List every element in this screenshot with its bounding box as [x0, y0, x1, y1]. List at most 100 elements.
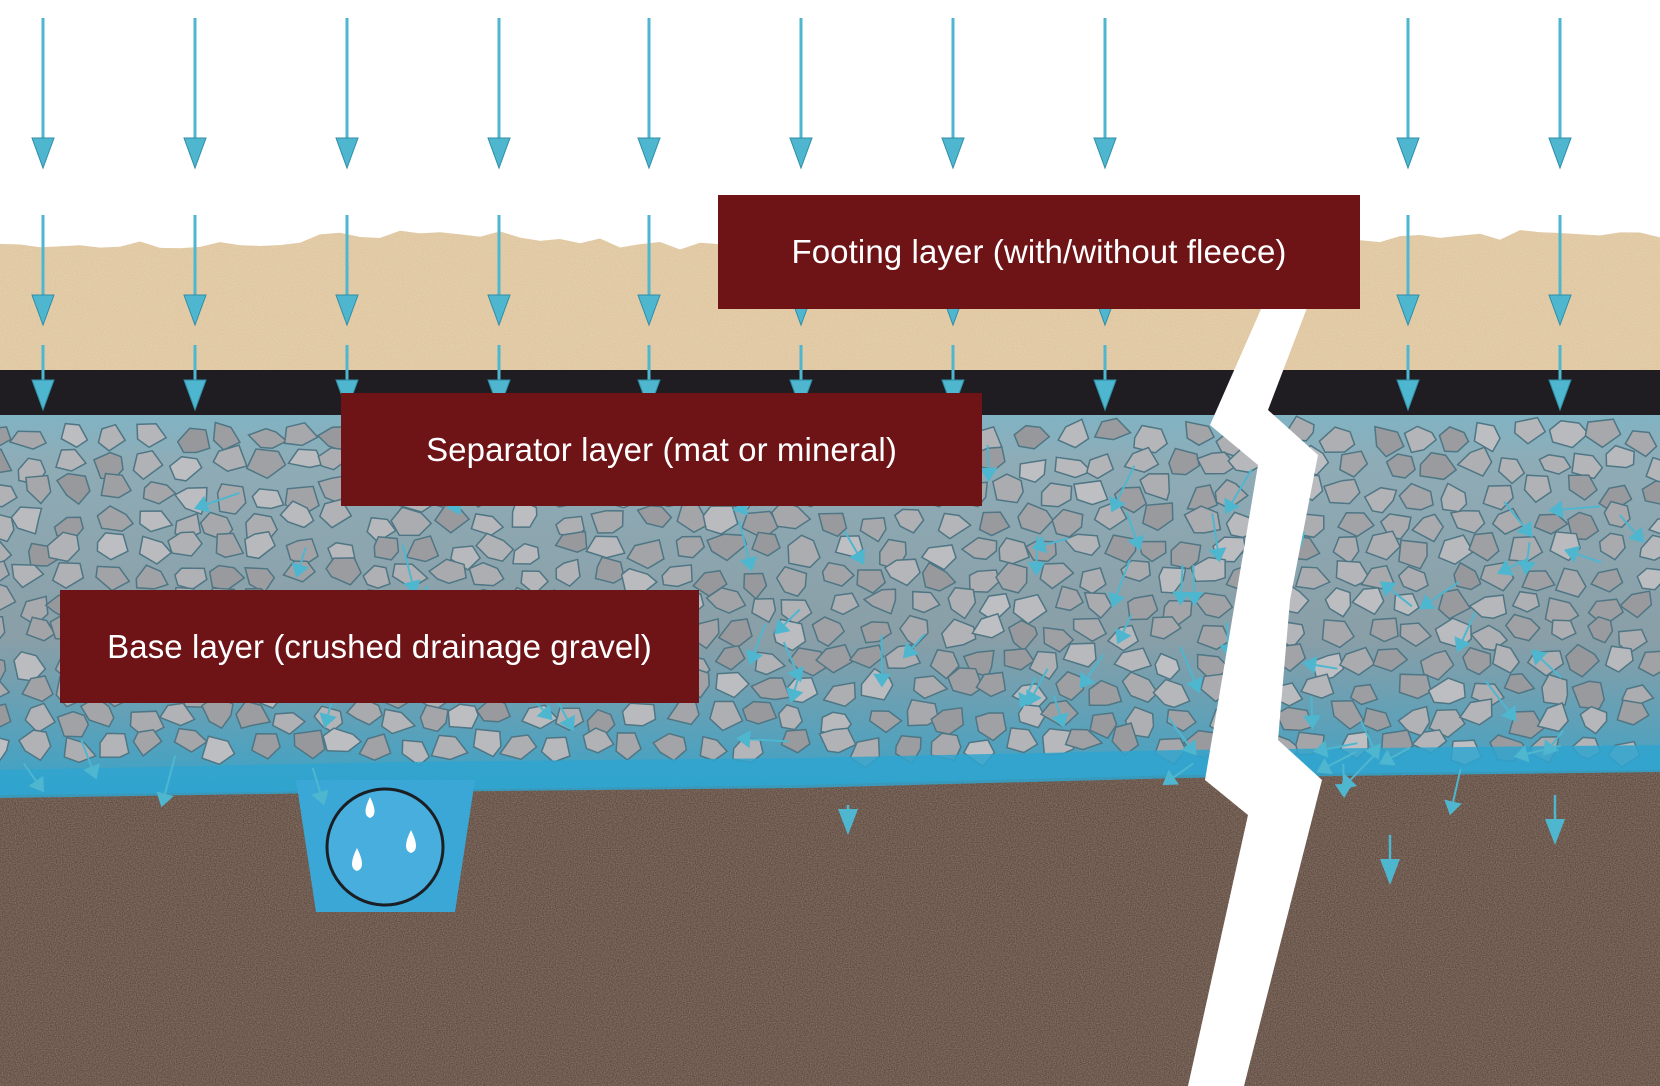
gravel-stone: [132, 728, 163, 757]
gravel-stone: [1196, 624, 1231, 651]
water-flow-arrow-icon: [311, 767, 329, 806]
gravel-stone: [51, 562, 85, 589]
gravel-stone: [1590, 568, 1624, 593]
gravel-stone: [60, 422, 89, 449]
gravel-stone: [1369, 617, 1399, 643]
gravel-stone: [1598, 532, 1626, 561]
gravel-stone: [1113, 486, 1148, 514]
gravel-stone: [1437, 534, 1475, 566]
rain-arrow-icon: [335, 215, 359, 327]
gravel-stone: [244, 530, 277, 560]
water-flow-arrow-icon: [738, 520, 758, 572]
gravel-stone: [1438, 426, 1470, 453]
gravel-stone: [0, 560, 11, 582]
gravel-stone: [1365, 530, 1402, 561]
gravel-stone: [1427, 677, 1467, 705]
gravel-stone: [868, 710, 903, 734]
gravel-stone: [468, 561, 505, 587]
water-flow-arrow-icon: [22, 763, 44, 793]
gravel-stone: [968, 569, 1001, 593]
gravel-stone: [8, 430, 48, 450]
water-flow-arrow-icon: [1379, 746, 1411, 766]
water-flow-arrow-icon: [979, 444, 998, 482]
gravel-stone: [25, 474, 52, 505]
gravel-stone: [1567, 474, 1598, 501]
gravel-stone: [1473, 421, 1501, 453]
rain-arrow-icon: [31, 215, 55, 327]
gravel-stone: [1523, 474, 1552, 504]
rain-arrow-icon: [1093, 18, 1117, 170]
gravel-stone: [1006, 727, 1039, 754]
gravel-stone: [1541, 673, 1569, 706]
gravel-stone: [1497, 457, 1526, 485]
gravel-stone: [1335, 560, 1371, 587]
rain-arrow-icon: [1093, 345, 1117, 412]
gravel-stone: [991, 473, 1024, 504]
rain-arrow-icon: [789, 18, 813, 170]
gravel-stone: [940, 618, 977, 649]
water-flow-arrow-icon: [1497, 558, 1528, 576]
water-flow-arrow-icon: [1303, 696, 1321, 730]
gravel-stone: [1508, 710, 1545, 740]
gravel-stone: [1133, 424, 1169, 454]
gravel-stone: [168, 455, 203, 482]
gravel-stone: [470, 513, 505, 537]
water-flow-arrow-icon: [80, 739, 100, 780]
gravel-stone: [1513, 416, 1547, 445]
gravel-stone: [46, 531, 81, 563]
gravel-stone: [322, 727, 363, 753]
gravel-stone: [1521, 570, 1556, 592]
gravel-stone: [830, 592, 860, 616]
water-flow-arrow-icon: [291, 547, 309, 579]
gravel-stone: [158, 702, 196, 727]
gravel-stone: [11, 563, 45, 589]
gravel-stone: [390, 506, 433, 537]
gravel-stone: [1083, 592, 1113, 620]
gravel-stone: [636, 505, 673, 529]
gravel-stone: [21, 675, 54, 703]
gravel-stone: [498, 734, 538, 761]
gravel-stone: [1645, 456, 1660, 484]
gravel-stone: [373, 536, 400, 561]
gravel-stone: [775, 565, 808, 598]
gravel-stone: [1398, 673, 1432, 700]
gravel-stone: [1619, 590, 1653, 619]
water-flow-arrow-icon: [1454, 611, 1477, 653]
water-flow-arrow-icon: [1313, 740, 1358, 758]
footing-layer-label: Footing layer (with/without fleece): [718, 195, 1360, 309]
gravel-stone: [511, 497, 538, 528]
water-flow-arrow-icon: [1564, 545, 1602, 564]
gravel-stone: [380, 708, 417, 735]
gravel-stone: [55, 448, 88, 472]
gravel-stone: [1072, 617, 1108, 643]
gravel-stone: [1057, 418, 1090, 449]
gravel-stone: [1571, 680, 1605, 710]
gravel-stone: [862, 588, 897, 615]
gravel-stone: [216, 483, 247, 515]
gravel-stone: [1456, 446, 1493, 477]
gravel-stone: [142, 480, 177, 505]
gravel-stone: [1624, 430, 1658, 458]
water-flow-arrow-icon: [1027, 536, 1046, 576]
gravel-stone: [325, 557, 362, 586]
rain-arrow-icon: [31, 18, 55, 170]
water-flow-arrow-icon: [1031, 536, 1070, 554]
gravel-stone: [1616, 699, 1650, 726]
gravel-stone: [25, 616, 56, 642]
gravel-stone: [709, 700, 744, 732]
subsoil-layer: [0, 770, 1660, 1086]
gravel-stone: [138, 535, 173, 565]
gravel-stone: [1149, 616, 1182, 640]
gravel-stone: [1538, 454, 1572, 475]
rain-arrow-icon: [1396, 345, 1420, 412]
gravel-stone: [1154, 652, 1181, 681]
gravel-stone: [1028, 650, 1059, 681]
gravel-stone: [1126, 594, 1159, 621]
gravel-stone: [1152, 678, 1191, 709]
water-flow-arrow-icon: [1302, 656, 1338, 674]
gravel-stone: [1617, 628, 1648, 654]
gravel-stone: [859, 621, 893, 644]
rain-arrow-icon: [183, 345, 207, 412]
gravel-stone: [1073, 479, 1109, 506]
